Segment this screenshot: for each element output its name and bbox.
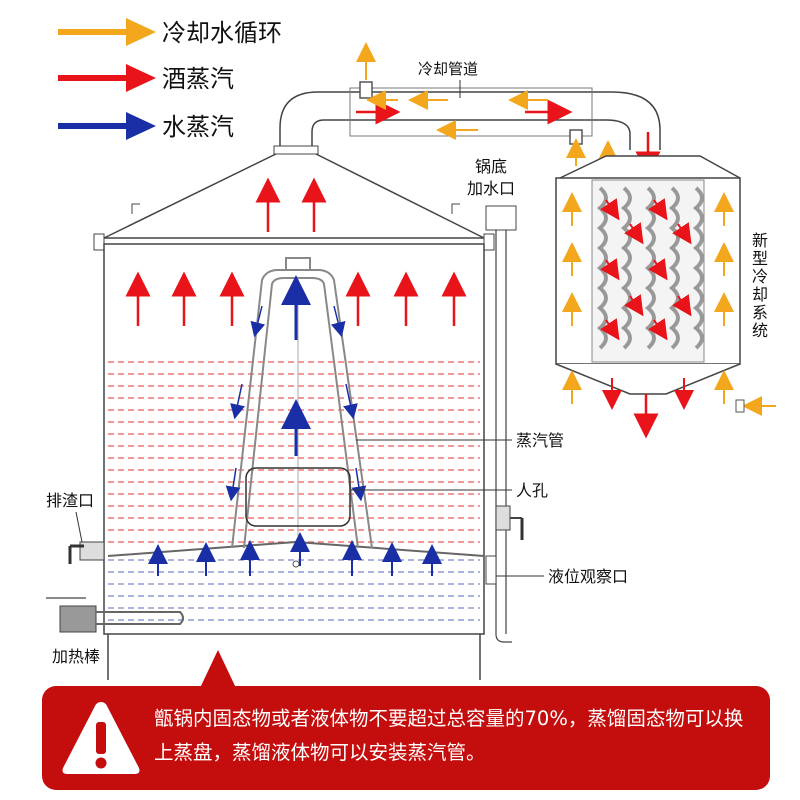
condenser-cooling-arrows xyxy=(562,192,776,416)
heating-rod-label: 加热棒 xyxy=(52,647,100,666)
cooling-pipe xyxy=(279,81,661,150)
legend-label-water: 水蒸汽 xyxy=(162,113,234,141)
manhole xyxy=(245,467,351,527)
water-inlet-label-2: 加水口 xyxy=(467,179,515,198)
cooling-pipe-flow-arrows xyxy=(356,42,661,177)
blue-arrow-icon xyxy=(126,112,156,140)
manhole-label: 人孔 xyxy=(516,481,548,500)
red-arrow-icon xyxy=(126,64,156,92)
orange-arrow-icon xyxy=(126,18,156,46)
heating-rod xyxy=(46,597,184,633)
discharge-valve xyxy=(68,541,105,564)
legend-alcohol-vapor: 酒蒸汽 xyxy=(58,64,234,93)
material-zone xyxy=(108,361,480,543)
legend-label-cooling: 冷却水循环 xyxy=(162,19,282,47)
discharge-port-label: 排渣口 xyxy=(46,491,94,510)
water-inlet xyxy=(485,205,517,231)
warning-pointer xyxy=(200,650,236,688)
exclamation-triangle-icon xyxy=(62,702,140,774)
legend: 冷却水循环 酒蒸汽 水蒸汽 xyxy=(58,18,282,141)
cooling-pipe-label: 冷却管道 xyxy=(418,60,478,78)
level-window xyxy=(485,555,497,585)
legend-water-vapor: 水蒸汽 xyxy=(58,112,234,141)
condenser-vapor-arrows xyxy=(600,198,694,439)
liquid-zone xyxy=(108,559,480,621)
water-inlet-label-1: 锅底 xyxy=(475,157,507,176)
level-window-label: 液位观察口 xyxy=(548,567,628,586)
main-vessel xyxy=(46,145,524,680)
warning-text: 甑锅内固态物或者液体物不要超过总容量的70%，蒸馏固态物可以换上蒸盘，蒸馏液体物… xyxy=(154,707,744,764)
new-cooling-system-label: 新型冷却系统 xyxy=(752,231,768,340)
right-valve xyxy=(495,505,524,540)
legend-label-alcohol: 酒蒸汽 xyxy=(162,65,234,93)
legend-cooling-water: 冷却水循环 xyxy=(58,18,282,47)
warning-banner: 甑锅内固态物或者液体物不要超过总容量的70%，蒸馏固态物可以换上蒸盘，蒸馏液体物… xyxy=(42,686,770,790)
steam-pipe-label: 蒸汽管 xyxy=(516,431,564,450)
condenser xyxy=(555,155,776,439)
